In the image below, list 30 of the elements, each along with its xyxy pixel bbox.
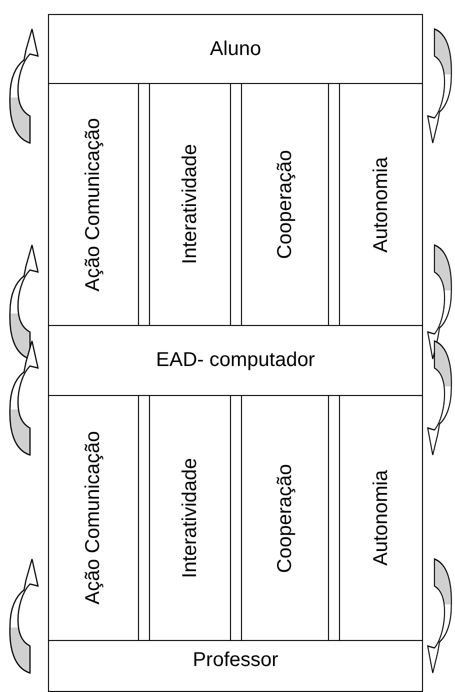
column-box: [241, 395, 329, 641]
layer-band: [48, 640, 423, 692]
column-label: Autonomia: [370, 470, 392, 566]
layer-label: Aluno: [210, 38, 262, 60]
curved-arrow: [9, 558, 39, 674]
column-box: [48, 83, 139, 326]
column-box: [241, 83, 329, 326]
layer-label: EAD- computador: [156, 349, 315, 372]
curved-arrow: [427, 558, 452, 674]
column-label: Ação Comunicação: [82, 118, 105, 292]
column-label: Interatividade: [178, 458, 202, 578]
layer-band: [48, 14, 423, 84]
column-box: [149, 83, 231, 326]
column-label: Interatividade: [178, 144, 202, 265]
column-box: [149, 395, 231, 641]
column-label: Cooperação: [274, 464, 296, 572]
column-label: Cooperação: [274, 150, 296, 259]
column-label: Ação Comunicação: [82, 431, 105, 605]
curved-arrow: [9, 244, 39, 360]
column-label: Autonomia: [370, 156, 392, 252]
layer-label: Professor: [192, 649, 278, 672]
column-box: [48, 395, 139, 641]
curved-arrow: [427, 28, 452, 144]
curved-arrow: [427, 244, 452, 360]
curved-arrow: [9, 28, 39, 144]
column-box: [339, 395, 423, 641]
curved-arrow: [427, 340, 452, 456]
column-box: [339, 83, 423, 326]
curved-arrow: [9, 340, 39, 456]
layer-band: [48, 325, 423, 396]
